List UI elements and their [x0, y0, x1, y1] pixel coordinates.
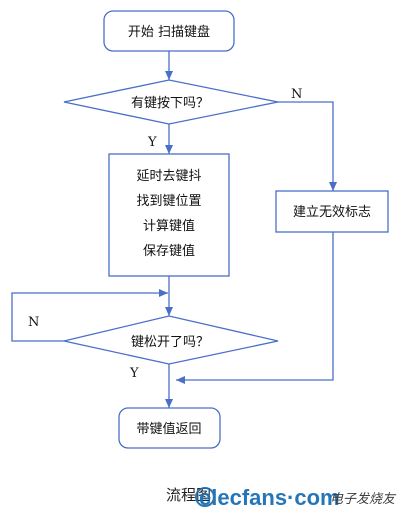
process-line-2: 找到键位置: [136, 194, 201, 209]
process-node: [108, 153, 230, 277]
branch-label-pressed-yes: Y: [147, 135, 157, 150]
watermark-cn: 电子发烧友: [330, 492, 397, 507]
branch-label-released-no: N: [28, 315, 39, 330]
invalid-flag-label: 建立无效标志: [293, 205, 371, 220]
invalid-flag-node: [275, 190, 389, 233]
watermark: elecfans·com 电子发烧友: [195, 485, 397, 510]
branch-label-released-yes: Y: [129, 366, 139, 381]
return-node: [118, 407, 221, 449]
decision-key-released-label: 键松开了吗？: [131, 335, 209, 350]
start-node-label: 开始 扫描键盘: [128, 24, 210, 40]
edge-invalid-flag-to-merge: [176, 232, 334, 384]
decision-key-pressed-label: 有键按下吗？: [131, 96, 209, 111]
edge-decision1-no-to-invalid-flag: [278, 101, 337, 191]
edge-decision2-no-loop: [11, 289, 168, 342]
process-line-4: 保存键值: [143, 243, 195, 259]
watermark-logo-icon: [195, 487, 215, 507]
watermark-logo: elecfans·com: [199, 485, 340, 510]
decision-key-released: [63, 315, 279, 365]
return-node-label: 带键值返回: [136, 421, 201, 437]
branch-label-pressed-no: N: [291, 87, 302, 102]
process-line-3: 计算键值: [143, 218, 195, 234]
decision-key-pressed: [63, 79, 279, 125]
start-node: [103, 10, 235, 52]
process-line-1: 延时去键抖: [136, 169, 201, 184]
